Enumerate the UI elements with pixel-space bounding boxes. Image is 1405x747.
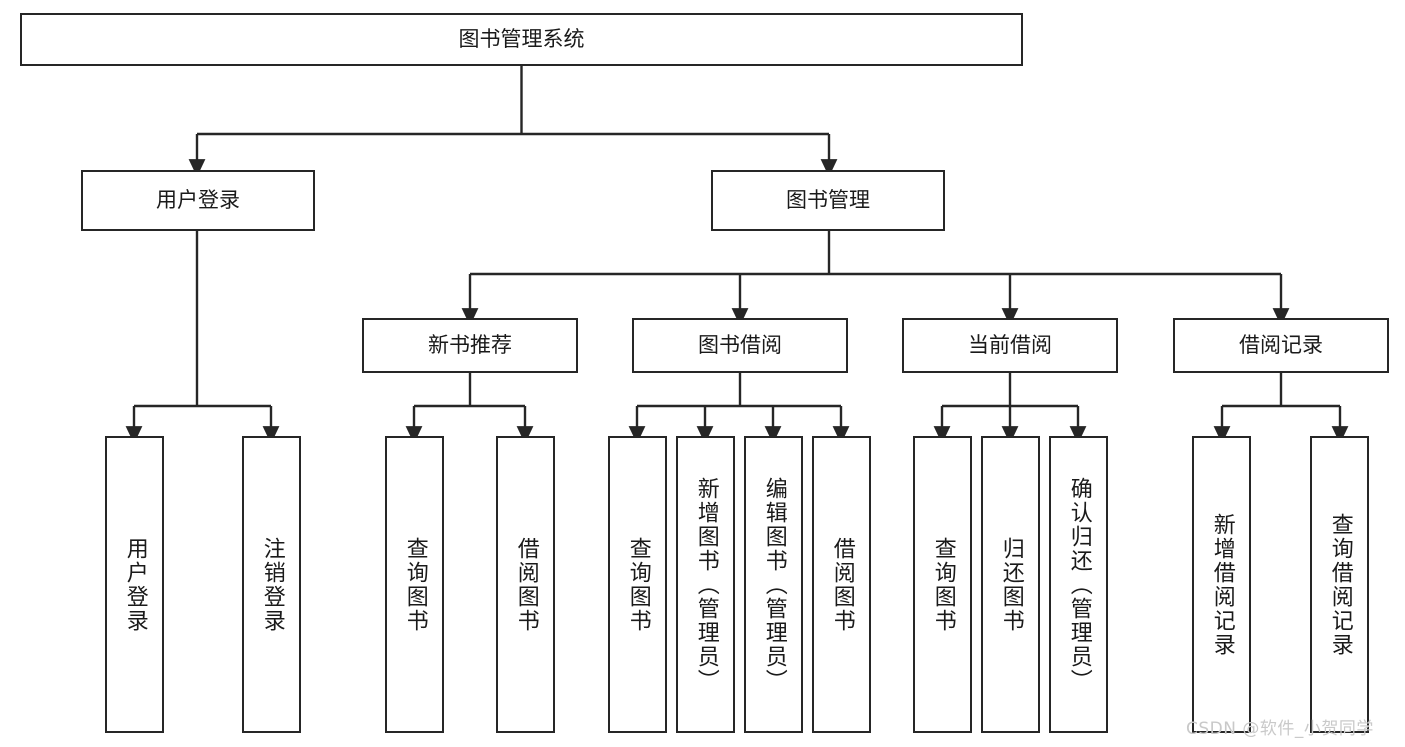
node-label: 当前借阅 (968, 333, 1052, 358)
node-leaf-add-borrow-record[interactable]: 新增借阅记录 (1192, 436, 1251, 733)
node-label: 图书借阅 (698, 333, 782, 358)
csdn-watermark: CSDN @软件_小贺同学 (1186, 719, 1374, 739)
node-book-management[interactable]: 图书管理 (711, 170, 945, 231)
node-leaf-confirm-return-admin[interactable]: 确认归还（管理员） (1049, 436, 1108, 733)
node-label: 借阅图书 (513, 536, 539, 633)
node-label: 归还图书 (998, 536, 1024, 633)
node-label: 图书管理 (786, 188, 870, 213)
node-leaf-edit-book-admin[interactable]: 编辑图书（管理员） (744, 436, 803, 733)
node-label: 用户登录 (156, 188, 240, 213)
node-label: 借阅记录 (1239, 333, 1323, 358)
node-current-borrow[interactable]: 当前借阅 (902, 318, 1118, 373)
node-label: 确认归还（管理员） (1066, 476, 1092, 693)
node-borrow-record[interactable]: 借阅记录 (1173, 318, 1389, 373)
node-label: 查询图书 (625, 536, 651, 633)
node-new-book-recommend[interactable]: 新书推荐 (362, 318, 578, 373)
node-leaf-logout-login[interactable]: 注销登录 (242, 436, 301, 733)
node-leaf-query-book-borrow[interactable]: 查询图书 (608, 436, 667, 733)
node-label: 新增图书（管理员） (693, 476, 719, 693)
node-label: 借阅图书 (829, 536, 855, 633)
node-label: 注销登录 (259, 536, 285, 633)
node-leaf-return-book[interactable]: 归还图书 (981, 436, 1040, 733)
node-label: 查询图书 (930, 536, 956, 633)
node-leaf-query-borrow-record[interactable]: 查询借阅记录 (1310, 436, 1369, 733)
node-leaf-add-book-admin[interactable]: 新增图书（管理员） (676, 436, 735, 733)
node-leaf-user-login[interactable]: 用户登录 (105, 436, 164, 733)
node-label: 编辑图书（管理员） (761, 476, 787, 693)
node-label: 查询借阅记录 (1327, 512, 1353, 657)
node-leaf-borrow-book-recommend[interactable]: 借阅图书 (496, 436, 555, 733)
node-leaf-query-book-recommend[interactable]: 查询图书 (385, 436, 444, 733)
node-book-borrow[interactable]: 图书借阅 (632, 318, 848, 373)
node-label: 新书推荐 (428, 333, 512, 358)
node-leaf-query-book-current[interactable]: 查询图书 (913, 436, 972, 733)
node-label: 新增借阅记录 (1209, 512, 1235, 657)
node-label: 查询图书 (402, 536, 428, 633)
node-root-book-management-system[interactable]: 图书管理系统 (20, 13, 1023, 66)
node-user-login[interactable]: 用户登录 (81, 170, 315, 231)
node-label: 用户登录 (122, 536, 148, 633)
node-label: 图书管理系统 (458, 27, 585, 52)
node-leaf-borrow-book[interactable]: 借阅图书 (812, 436, 871, 733)
